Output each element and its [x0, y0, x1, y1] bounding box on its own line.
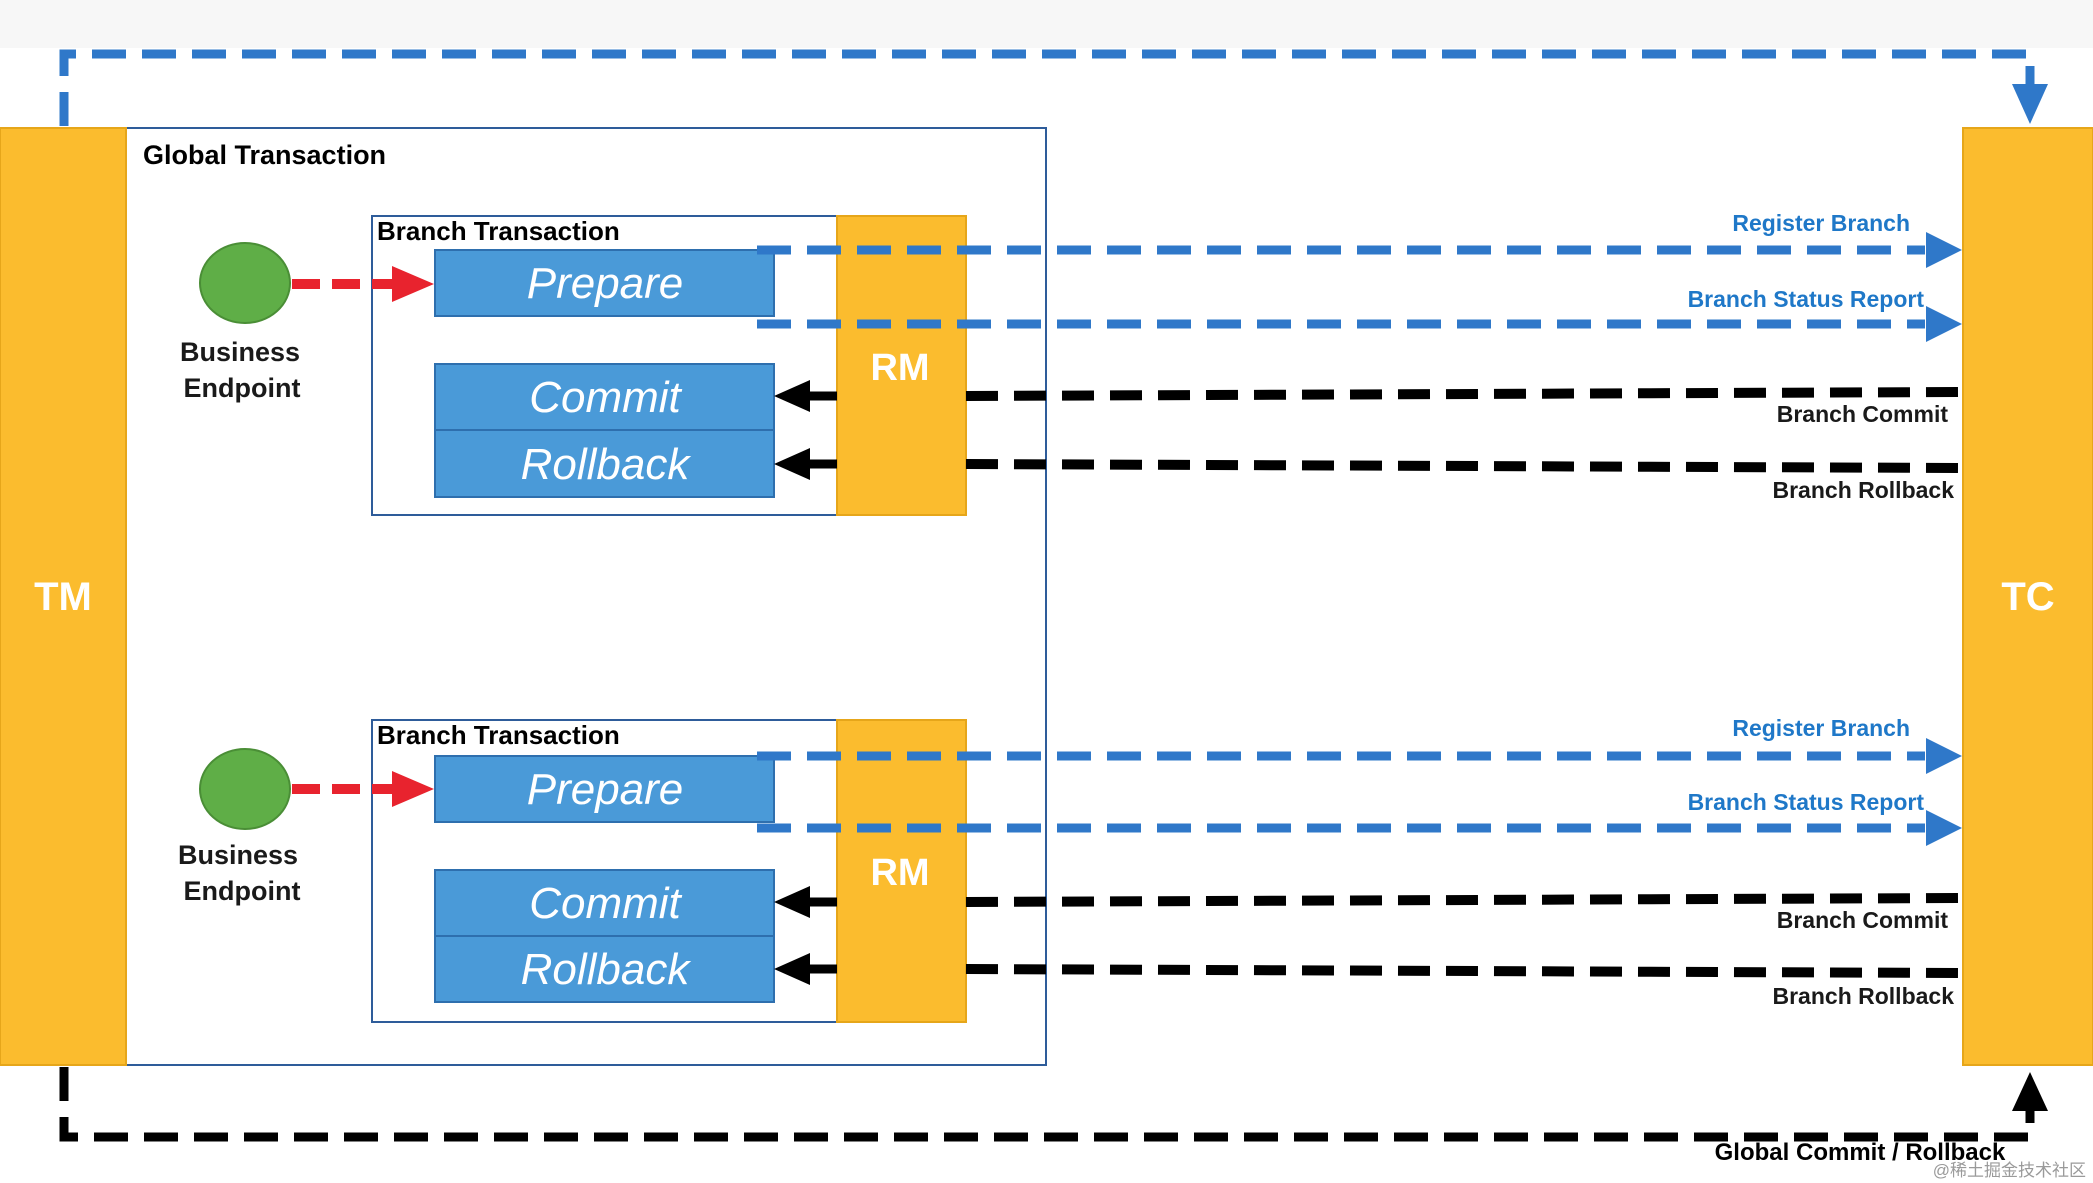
tm-to-tc-arrowhead	[2012, 84, 2048, 124]
branch-rollback-label: Branch Rollback	[1773, 477, 1955, 503]
branch-transaction-title: Branch Transaction	[377, 216, 620, 246]
rollback-label: Rollback	[521, 945, 692, 994]
branch-commit-line	[965, 387, 1964, 401]
prepare-label: Prepare	[527, 765, 684, 814]
branch-rollback-label: Branch Rollback	[1773, 983, 1955, 1009]
business-endpoint-circle	[199, 242, 291, 324]
rm-box	[836, 215, 967, 516]
branch-commit-label: Branch Commit	[1777, 401, 1949, 427]
business-endpoint-label-line2: Endpoint	[184, 876, 301, 906]
business-endpoint-label-line1: Business	[180, 337, 300, 367]
business-endpoint-circle	[199, 748, 291, 830]
prepare-box	[434, 249, 775, 317]
rm-to-rollback-arrowhead	[774, 448, 810, 480]
branch-rollback-line	[965, 964, 1964, 978]
register-branch-arrowhead	[1926, 738, 1962, 774]
register-branch-arrowhead	[1926, 232, 1962, 268]
rm-to-commit-arrowhead	[774, 380, 810, 412]
top-header-strip	[0, 0, 2093, 48]
global-transaction-title: Global Transaction	[143, 140, 386, 170]
global-commit-rollback-arrowhead	[2012, 1072, 2048, 1111]
global-commit-rollback-label: Global Commit / Rollback	[1715, 1139, 2006, 1166]
branch-transaction-2: Branch Transaction Business Endpoint RM …	[178, 715, 1964, 1023]
tc-column	[1962, 127, 2093, 1066]
prepare-box	[434, 755, 775, 823]
rollback-box	[434, 935, 775, 1003]
business-endpoint-label-line1: Business	[178, 840, 298, 870]
tm-to-tc-begin-arrow	[59, 49, 2035, 126]
tc-label: TC	[2001, 575, 2054, 619]
branch-status-report-label: Branch Status Report	[1688, 286, 1925, 312]
commit-label: Commit	[529, 373, 682, 422]
rollback-box	[434, 429, 775, 498]
prepare-label: Prepare	[527, 259, 684, 308]
watermark-text: @稀土掘金技术社区	[1933, 1161, 2086, 1180]
rm-to-commit-arrowhead	[774, 886, 810, 918]
branch-transaction-title: Branch Transaction	[377, 720, 620, 750]
commit-label: Commit	[529, 879, 682, 928]
branch-status-report-label: Branch Status Report	[1688, 789, 1925, 815]
business-to-prepare-arrowhead	[392, 771, 434, 807]
rm-box	[836, 719, 967, 1023]
commit-box	[434, 363, 775, 431]
rm-to-rollback-arrowhead	[774, 953, 810, 985]
tm-column	[0, 127, 127, 1066]
commit-box	[434, 869, 775, 937]
business-endpoint-label-line2: Endpoint	[184, 373, 301, 403]
business-to-prepare-arrowhead	[392, 266, 434, 302]
branch-commit-label: Branch Commit	[1777, 907, 1949, 933]
branch-transaction-1: Branch Transaction Business Endpoint RM …	[180, 210, 1964, 516]
tm-label: TM	[34, 575, 92, 619]
global-commit-rollback-line	[59, 1067, 2035, 1142]
branch-status-report-arrowhead	[1926, 306, 1962, 342]
branch-rollback-line	[965, 459, 1964, 473]
rm-label: RM	[870, 852, 929, 894]
rollback-label: Rollback	[521, 440, 692, 489]
register-branch-label: Register Branch	[1732, 715, 1910, 741]
rm-label: RM	[870, 347, 929, 389]
branch-status-report-arrowhead	[1926, 810, 1962, 846]
branch-commit-line	[965, 893, 1964, 907]
register-branch-label: Register Branch	[1732, 210, 1910, 236]
